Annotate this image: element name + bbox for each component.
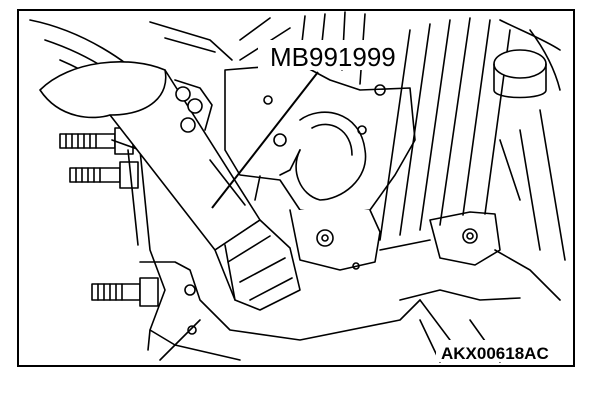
callout-leader-line [211,71,319,209]
stud-bolt-left-lower [91,277,159,307]
callout-label-backing [258,40,390,70]
figure-code-backing [436,340,566,362]
figure-code: AKX00618AC [441,344,549,363]
engine-drawing [29,11,566,363]
special-tool-shaft [39,61,301,311]
tool-callout-label: MB991999 [270,42,396,72]
